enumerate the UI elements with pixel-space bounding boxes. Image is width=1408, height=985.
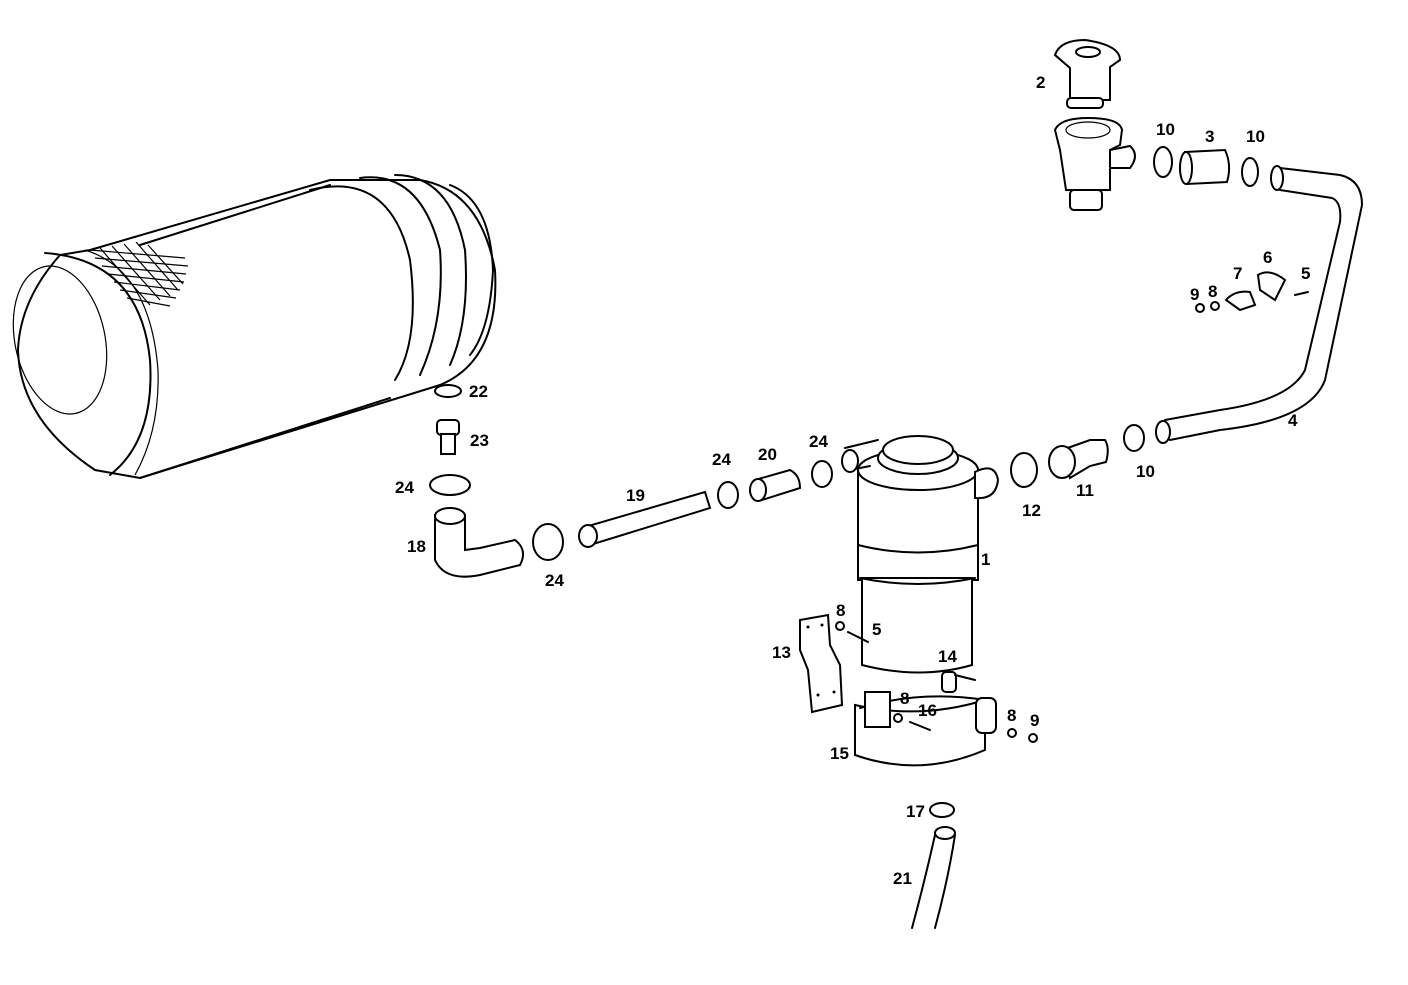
part-label-4: 4 bbox=[1288, 411, 1298, 430]
filler-cap bbox=[1053, 38, 1122, 109]
part-label-18: 18 bbox=[407, 537, 426, 556]
elbow-hose-18 bbox=[434, 507, 525, 578]
connector-22-23 bbox=[434, 384, 462, 455]
part-label-12: 12 bbox=[1022, 501, 1041, 520]
part-label-19: 19 bbox=[626, 486, 645, 505]
part-label-17: 17 bbox=[906, 802, 925, 821]
part-label-21: 21 bbox=[893, 869, 912, 888]
part-label-6: 6 bbox=[1263, 248, 1273, 267]
part-label-8: 8 bbox=[900, 689, 910, 708]
part-label-13: 13 bbox=[772, 643, 791, 662]
part-label-8: 8 bbox=[836, 601, 846, 620]
pipe-19 bbox=[578, 490, 712, 548]
part-label-5: 5 bbox=[872, 620, 882, 639]
part-label-10: 10 bbox=[1156, 120, 1175, 139]
sleeve-11 bbox=[1048, 439, 1109, 480]
small-hardware bbox=[835, 271, 1309, 743]
part-label-2: 2 bbox=[1036, 73, 1046, 92]
part-label-8: 8 bbox=[1208, 282, 1218, 301]
filler-housing bbox=[1053, 116, 1136, 211]
part-label-16: 16 bbox=[918, 701, 937, 720]
hose-4 bbox=[1155, 165, 1363, 444]
air-filter-element bbox=[12, 174, 497, 480]
part-label-15: 15 bbox=[830, 744, 849, 763]
part-label-10: 10 bbox=[1136, 462, 1155, 481]
air-cleaner-body bbox=[841, 435, 1000, 693]
mounting-bracket bbox=[799, 613, 844, 714]
part-label-24: 24 bbox=[809, 432, 828, 451]
part-label-8: 8 bbox=[1007, 706, 1017, 725]
hose-3 bbox=[1179, 148, 1231, 186]
part-label-24: 24 bbox=[395, 478, 414, 497]
part-label-20: 20 bbox=[758, 445, 777, 464]
hose-20 bbox=[749, 468, 802, 502]
part-label-9: 9 bbox=[1030, 711, 1040, 730]
part-label-1: 1 bbox=[981, 550, 991, 569]
part-label-7: 7 bbox=[1233, 264, 1243, 283]
part-label-11: 11 bbox=[1076, 481, 1094, 500]
hose-clamps bbox=[429, 146, 1259, 561]
part-label-14: 14 bbox=[938, 647, 957, 666]
part-label-24: 24 bbox=[712, 450, 731, 469]
part-label-24: 24 bbox=[545, 571, 564, 590]
drain-hose-21 bbox=[911, 802, 956, 929]
part-label-23: 23 bbox=[470, 431, 489, 450]
part-label-10: 10 bbox=[1246, 127, 1265, 146]
part-label-5: 5 bbox=[1301, 264, 1311, 283]
part-label-3: 3 bbox=[1205, 127, 1215, 146]
part-label-22: 22 bbox=[469, 382, 488, 401]
part-label-9: 9 bbox=[1190, 285, 1200, 304]
mounting-strap bbox=[854, 691, 997, 767]
